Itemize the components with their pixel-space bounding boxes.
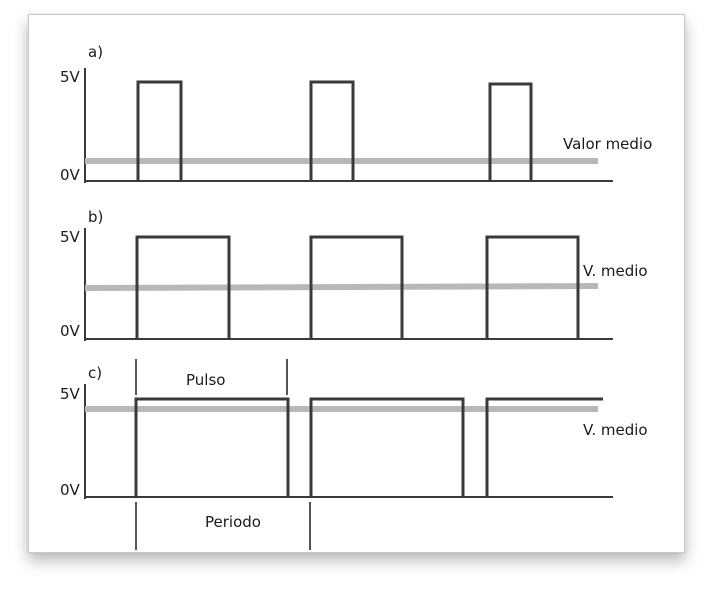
pulse-label: Pulso xyxy=(186,371,225,389)
panel-c-5v-label: 5V xyxy=(60,385,81,403)
panel-a-pulse-3 xyxy=(488,82,533,181)
period-label: Periodo xyxy=(205,513,261,531)
panel-c-pulse-3 xyxy=(485,397,603,497)
panel-c-0v-label: 0V xyxy=(60,481,81,499)
panel-c: c) 5V 0V V. medio Pulso Periodo xyxy=(60,359,648,550)
panel-a-5v-label: 5V xyxy=(60,68,81,86)
panel-a-0v-label: 0V xyxy=(60,166,81,184)
panel-a-mean-label: Valor medio xyxy=(563,135,652,153)
panel-c-label: c) xyxy=(88,364,102,382)
panel-b-5v-label: 5V xyxy=(60,228,81,246)
panel-b: b) 5V 0V V. medio xyxy=(60,208,648,341)
panel-b-mean-line xyxy=(84,283,599,291)
panel-b-label: b) xyxy=(88,208,103,226)
panel-c-pulse-1 xyxy=(134,397,290,497)
panel-b-mean-label: V. medio xyxy=(583,262,648,280)
panel-a-pulse-1 xyxy=(136,80,183,181)
panel-b-pulse-1 xyxy=(135,235,231,339)
panel-a: a) 5V 0V Valor medio xyxy=(60,43,652,184)
panel-b-pulse-2 xyxy=(309,235,404,339)
panel-b-pulse-3 xyxy=(485,235,580,339)
panel-a-pulse-2 xyxy=(309,80,355,181)
panel-b-0v-label: 0V xyxy=(60,322,81,340)
panel-c-mean-label: V. medio xyxy=(583,421,648,439)
panel-c-pulse-2 xyxy=(309,397,465,497)
panel-a-label: a) xyxy=(88,43,103,61)
